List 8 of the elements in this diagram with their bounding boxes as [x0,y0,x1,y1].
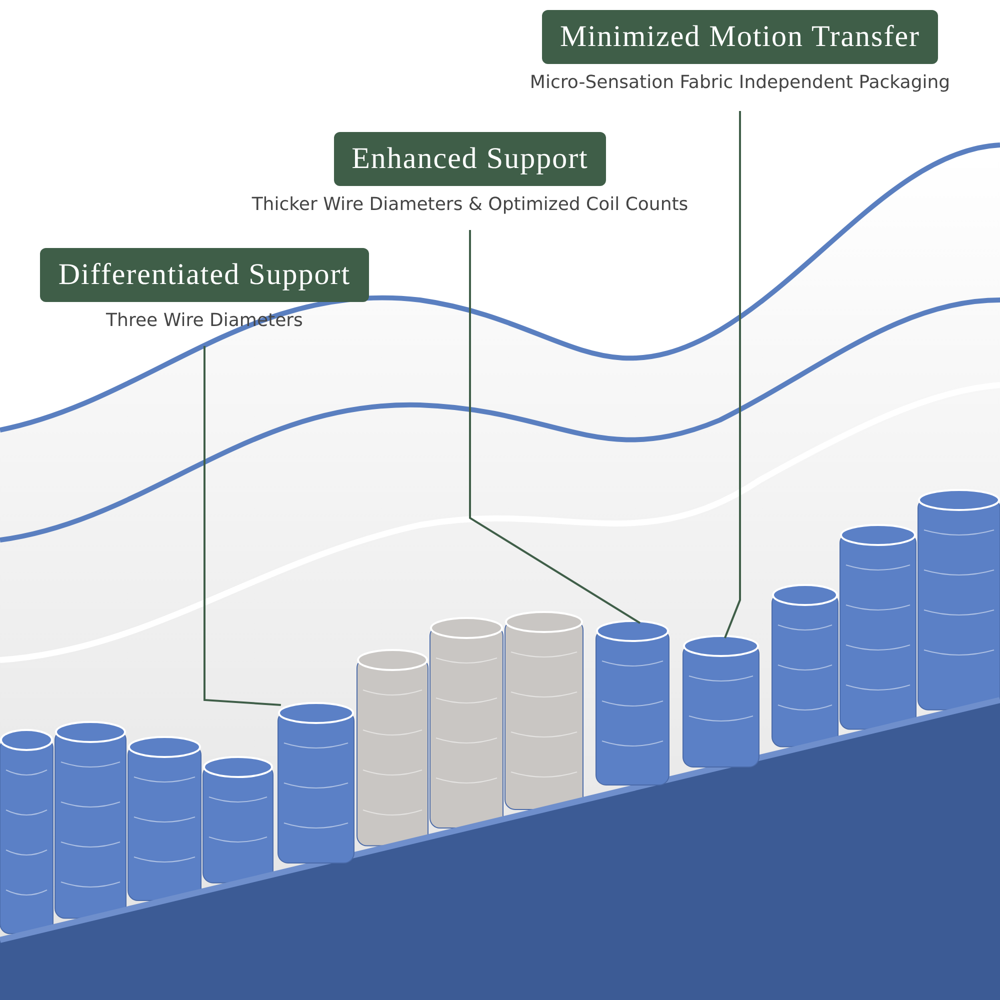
heading-label: Differentiated Support [40,248,369,302]
feature-caption: Thicker Wire Diameters & Optimized Coil Counts [252,194,688,215]
leader-line [724,111,741,638]
leader-line [204,346,281,706]
heading-label: Minimized Motion Transfer [542,10,938,64]
leader-line [469,230,641,624]
feature-caption: Micro-Sensation Fabric Independent Packaging [530,72,950,93]
heading-label: Enhanced Support [334,132,606,186]
